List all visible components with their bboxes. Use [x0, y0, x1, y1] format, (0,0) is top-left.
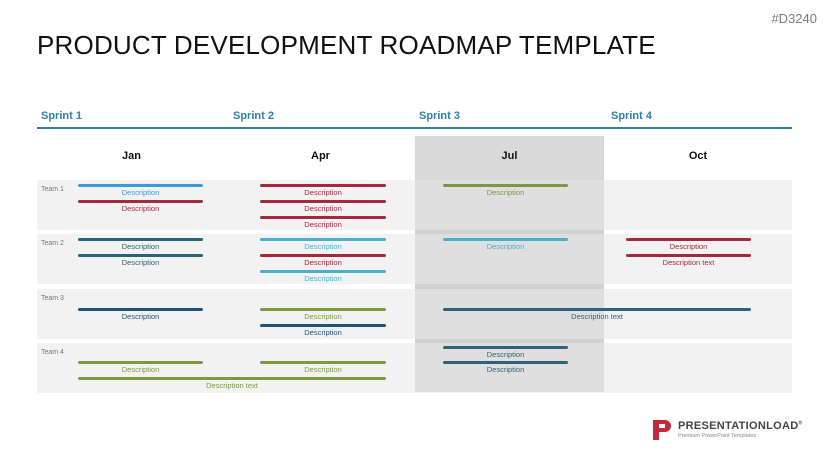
team-label-2: Team 2: [41, 240, 64, 247]
task-label: Description: [486, 350, 525, 359]
team-label-4: Team 4: [41, 349, 64, 356]
task-bar[interactable]: [260, 238, 386, 241]
brand-logo[interactable]: PRESENTATIONLOAD® Premium PowerPoint Tem…: [651, 418, 803, 446]
team-row-4: [37, 343, 792, 393]
task-label: Description: [304, 312, 342, 321]
sprint-4-label: Sprint 4: [611, 110, 652, 122]
sprint-divider: [37, 127, 792, 129]
task-label: Description: [669, 242, 708, 251]
task-bar[interactable]: [443, 308, 751, 311]
month-apr: Apr: [311, 150, 330, 162]
task-bar[interactable]: [260, 270, 386, 273]
task-label: Description: [486, 365, 525, 374]
task-bar[interactable]: [260, 324, 386, 327]
team-row-1: [37, 180, 792, 230]
task-label: Description: [121, 365, 160, 374]
sprint-1-label: Sprint 1: [41, 110, 82, 122]
task-label: Description: [304, 220, 342, 229]
sprint-3-label: Sprint 3: [419, 110, 460, 122]
task-bar[interactable]: [626, 238, 751, 241]
task-bar[interactable]: [260, 308, 386, 311]
team-row-2: [37, 234, 792, 284]
task-bar[interactable]: [260, 216, 386, 219]
task-label: Description text: [206, 381, 258, 390]
task-bar[interactable]: [260, 184, 386, 187]
task-label: Description: [304, 242, 342, 251]
month-header-row: Jan Apr Jul Oct: [37, 136, 792, 176]
task-bar[interactable]: [78, 377, 386, 380]
task-label: Description: [304, 274, 342, 283]
task-bar[interactable]: [78, 308, 203, 311]
task-label: Description: [121, 258, 160, 267]
task-label: Description: [304, 188, 342, 197]
month-jan: Jan: [122, 150, 141, 162]
task-label: Description: [304, 204, 342, 213]
task-bar[interactable]: [443, 184, 568, 187]
team-row-3: [37, 289, 792, 339]
task-label: Description: [304, 258, 342, 267]
task-bar[interactable]: [78, 184, 203, 187]
task-bar[interactable]: [260, 361, 386, 364]
sprint-2-label: Sprint 2: [233, 110, 274, 122]
team-label-1: Team 1: [41, 186, 64, 193]
presentationload-logo-icon: [653, 420, 671, 440]
brand-name: PRESENTATIONLOAD®: [678, 420, 803, 432]
task-label: Description: [486, 188, 525, 197]
task-bar[interactable]: [78, 361, 203, 364]
task-bar[interactable]: [626, 254, 751, 257]
team-label-3: Team 3: [41, 295, 64, 302]
page-title: PRODUCT DEVELOPMENT ROADMAP TEMPLATE: [37, 30, 656, 60]
task-label: Description: [304, 365, 342, 374]
task-label: Description: [121, 242, 160, 251]
task-bar[interactable]: [260, 200, 386, 203]
task-bar[interactable]: [78, 238, 203, 241]
template-code: #D3240: [771, 11, 817, 26]
task-label: Description: [121, 312, 160, 321]
task-bar[interactable]: [260, 254, 386, 257]
task-bar[interactable]: [443, 238, 568, 241]
task-label: Description: [121, 188, 160, 197]
task-label: Description: [304, 328, 342, 337]
jul-column-overlay: [415, 180, 604, 392]
task-label: Description: [121, 204, 160, 213]
task-label: Description: [486, 242, 525, 251]
task-bar[interactable]: [78, 254, 203, 257]
task-label: Description text: [662, 258, 715, 267]
month-oct: Oct: [688, 150, 708, 162]
brand-tagline: Premium PowerPoint Templates: [678, 433, 757, 439]
task-bar[interactable]: [443, 361, 568, 364]
task-bar[interactable]: [78, 200, 203, 203]
month-jul: Jul: [501, 150, 518, 162]
task-label: Description text: [571, 312, 623, 321]
task-bar[interactable]: [443, 346, 568, 349]
